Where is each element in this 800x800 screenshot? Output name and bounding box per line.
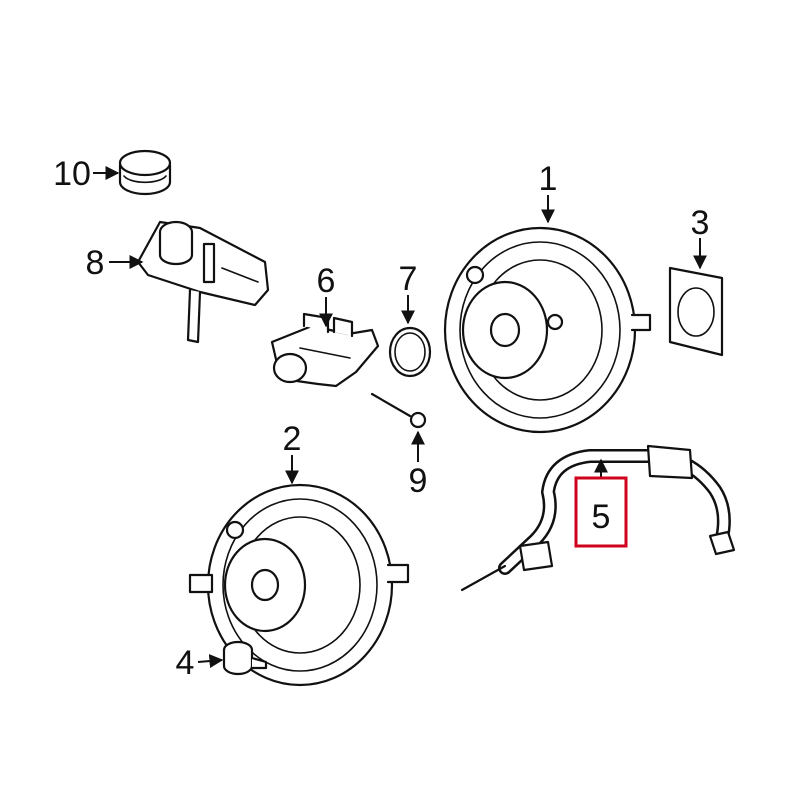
o-ring-seal — [388, 326, 432, 378]
check-valve — [222, 640, 268, 676]
push-rod — [370, 392, 427, 429]
booster-gasket — [668, 266, 724, 357]
brake-booster-upper — [443, 226, 652, 434]
callout-6: 6 — [317, 262, 336, 300]
callout-5: 5 — [592, 498, 611, 536]
callout-3: 3 — [691, 204, 710, 242]
brake-fluid-reservoir — [136, 220, 270, 344]
leader-line-4 — [197, 654, 224, 669]
callout-9: 9 — [409, 462, 428, 500]
callout-8: 8 — [86, 244, 105, 282]
reservoir-cap — [118, 149, 172, 196]
highlight-box — [574, 476, 628, 548]
callout-2: 2 — [283, 420, 302, 458]
callout-1: 1 — [539, 160, 558, 198]
vacuum-hose — [460, 444, 736, 592]
callout-10: 10 — [53, 155, 91, 193]
callout-7: 7 — [399, 260, 418, 298]
callout-4: 4 — [176, 644, 195, 682]
brake-booster-lower — [188, 483, 410, 687]
